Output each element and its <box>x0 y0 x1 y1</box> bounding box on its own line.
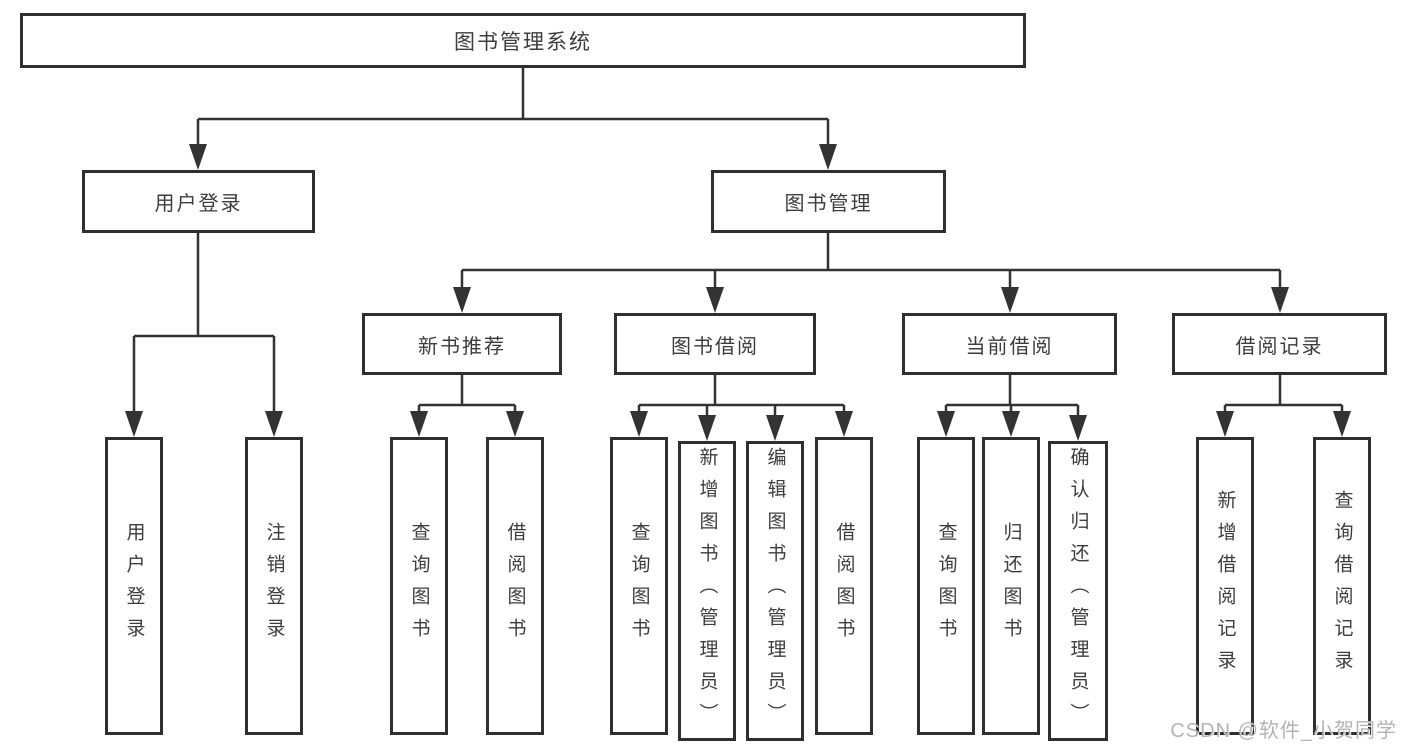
leaf-records-query-record: 查询借阅记录 <box>1313 437 1371 735</box>
leaf-borrow-borrow-books: 借阅图书 <box>815 437 873 735</box>
leaf-newbook-borrow-books: 借阅图书 <box>486 437 544 735</box>
leaf-current-confirm-return-admin-label: 确认归还（管理员） <box>1067 447 1089 735</box>
node-user-login: 用户登录 <box>82 170 315 233</box>
connector-wire-path <box>132 68 1344 416</box>
leaf-user-login-label: 用户登录 <box>123 522 145 650</box>
leaf-logout-label: 注销登录 <box>263 522 285 650</box>
leaf-borrow-query-books: 查询图书 <box>610 437 668 735</box>
leaf-current-return-books-label: 归还图书 <box>1000 522 1022 650</box>
leaf-logout: 注销登录 <box>245 437 303 735</box>
leaf-borrow-edit-books-admin: 编辑图书（管理员） <box>746 441 804 741</box>
leaf-borrow-edit-books-admin-label: 编辑图书（管理员） <box>764 447 786 735</box>
leaf-current-confirm-return-admin: 确认归还（管理员） <box>1048 441 1108 741</box>
node-root: 图书管理系统 <box>20 13 1026 68</box>
leaf-records-add-record: 新增借阅记录 <box>1196 437 1254 735</box>
leaf-current-return-books: 归还图书 <box>982 437 1040 735</box>
leaf-current-query-books: 查询图书 <box>917 437 975 735</box>
leaf-records-add-record-label: 新增借阅记录 <box>1214 490 1236 682</box>
leaf-newbook-borrow-books-label: 借阅图书 <box>504 522 526 650</box>
node-new-book-recommend: 新书推荐 <box>362 313 562 375</box>
leaf-borrow-borrow-books-label: 借阅图书 <box>833 522 855 650</box>
leaf-borrow-add-books-admin-label: 新增图书（管理员） <box>696 447 718 735</box>
leaf-user-login: 用户登录 <box>105 437 163 735</box>
node-book-borrow: 图书借阅 <box>614 313 816 375</box>
leaf-newbook-query-books: 查询图书 <box>390 437 448 735</box>
leaf-borrow-query-books-label: 查询图书 <box>628 522 650 650</box>
node-current-borrow: 当前借阅 <box>902 313 1117 375</box>
leaf-current-query-books-label: 查询图书 <box>935 522 957 650</box>
leaf-newbook-query-books-label: 查询图书 <box>408 522 430 650</box>
leaf-records-query-record-label: 查询借阅记录 <box>1331 490 1353 682</box>
arrowheads <box>125 144 1351 441</box>
node-book-management: 图书管理 <box>711 170 946 233</box>
leaf-borrow-add-books-admin: 新增图书（管理员） <box>678 441 736 741</box>
node-borrow-records: 借阅记录 <box>1172 313 1387 375</box>
